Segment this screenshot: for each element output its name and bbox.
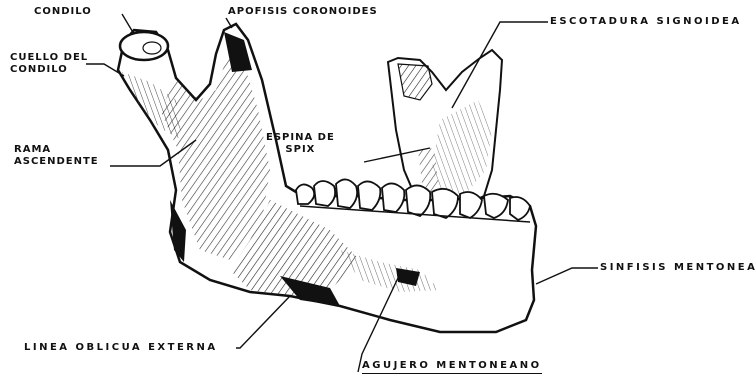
label-espina-line2: SPIX	[266, 144, 335, 156]
label-linea-oblicua-externa: LINEA OBLICUA EXTERNA	[24, 342, 218, 354]
label-cuello-line2: CONDILO	[10, 64, 88, 76]
label-escotadura-signoidea: ESCOTADURA SIGNOIDEA	[550, 16, 742, 28]
label-rama-line1: RAMA	[14, 144, 99, 156]
label-sinfisis-mentoneana: SINFISIS MENTONEANA	[600, 262, 756, 274]
label-agujero-mentoneano: AGUJERO MENTONEANO	[362, 360, 542, 374]
label-rama-line2: ASCENDENTE	[14, 156, 99, 168]
label-rama-ascendente: RAMA ASCENDENTE	[14, 144, 99, 168]
label-espina-de-spix: ESPINA DE SPIX	[266, 132, 335, 156]
label-condilo: CONDILO	[34, 6, 92, 18]
label-cuello-line1: CUELLO DEL	[10, 52, 88, 64]
label-apofisis-coronoides: APOFISIS CORONOIDES	[228, 6, 378, 18]
label-espina-line1: ESPINA DE	[266, 132, 335, 144]
label-cuello-del-condilo: CUELLO DEL CONDILO	[10, 52, 88, 76]
